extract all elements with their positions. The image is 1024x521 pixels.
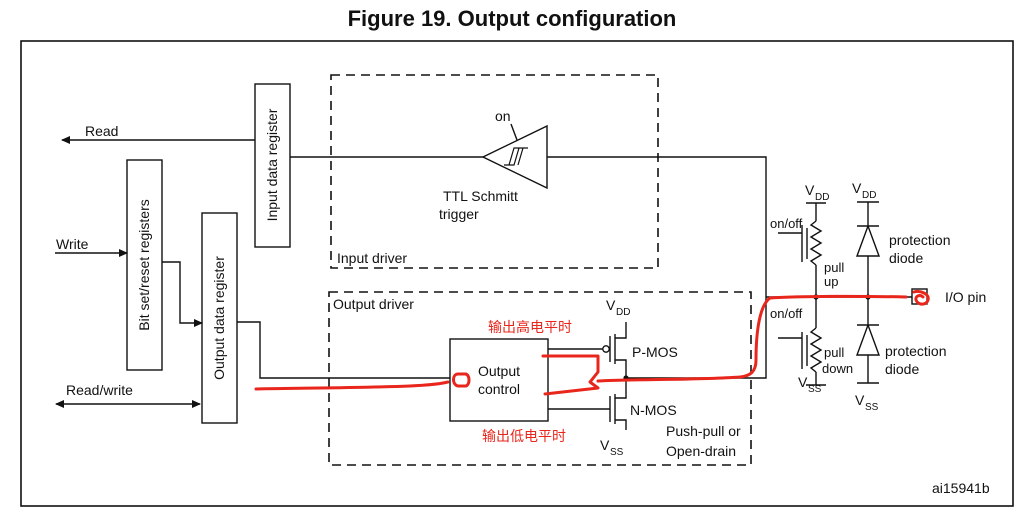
read-write-label: Read/write xyxy=(66,382,133,398)
pullup-label-line2: up xyxy=(824,274,838,289)
lower-diode-label-line2: diode xyxy=(885,361,919,377)
output-driver-label: Output driver xyxy=(333,296,414,312)
pulldown-on-off-label: on/off xyxy=(770,306,803,321)
output-data-register-label: Output data register xyxy=(211,256,227,380)
nmos-label: N-MOS xyxy=(630,402,677,418)
diode-vdd-sub: DD xyxy=(862,190,876,201)
pmos-vdd-sub: DD xyxy=(616,307,630,318)
diode-vss-v: V xyxy=(855,392,865,408)
nmos-vss-v: V xyxy=(600,437,610,453)
pulldown-label-line1: pull xyxy=(824,345,844,360)
input-data-register xyxy=(254,83,291,248)
input-data-register-label: Input data register xyxy=(264,108,280,221)
mode-label-line1: Push-pull or xyxy=(666,423,741,439)
nmos-source-wire xyxy=(615,419,627,430)
nmos-drain-wire xyxy=(615,378,627,399)
pullup-on-off-label: on/off xyxy=(770,216,803,231)
driver-to-pin-wire xyxy=(626,297,767,379)
nmos-vss-sub: SS xyxy=(610,447,624,458)
pullup-vdd-sub: DD xyxy=(815,192,829,203)
lower-diode-label-line1: protection xyxy=(885,343,946,359)
output-control-label-line2: control xyxy=(478,381,520,397)
schmitt-input-wire xyxy=(547,156,767,297)
odr-to-control-wire xyxy=(237,321,450,379)
write-label: Write xyxy=(56,236,89,252)
figure-id-label: ai15941b xyxy=(932,480,990,496)
bit-set-reset-registers xyxy=(126,159,163,371)
output-control-block xyxy=(449,338,549,422)
schmitt-label-line1: TTL Schmitt xyxy=(443,188,518,204)
red-annotation-control-path xyxy=(541,354,600,396)
diode-vss-sub: SS xyxy=(865,402,879,413)
pmos-gate-bubble xyxy=(602,345,610,353)
diode-vdd-v: V xyxy=(852,180,862,196)
red-annotation-input-path xyxy=(254,380,450,391)
output-control-label-line1: Output xyxy=(478,363,520,379)
red-annotation-input-loop xyxy=(452,372,471,388)
outer-frame xyxy=(20,40,1014,507)
schmitt-enable-wire xyxy=(510,123,518,141)
red-annotation-pin-loop xyxy=(912,290,930,306)
read-label: Read xyxy=(85,123,118,139)
hysteresis-icon xyxy=(504,147,528,166)
bit-set-reset-registers-label: Bit set/reset registers xyxy=(136,199,152,331)
pullup-label-line1: pull xyxy=(824,260,844,275)
low-level-annotation: 输出低电平时 xyxy=(482,429,566,445)
pullup-vdd-v: V xyxy=(805,182,815,198)
pmos-label: P-MOS xyxy=(632,344,678,360)
upper-diode-label-line2: diode xyxy=(889,250,923,266)
io-pin-label: I/O pin xyxy=(945,289,986,305)
schmitt-label-line2: trigger xyxy=(439,206,479,222)
upper-protection-diode xyxy=(855,223,881,257)
input-driver-box xyxy=(330,74,659,269)
schmitt-on-label: on xyxy=(495,108,511,124)
pmos-source-wire xyxy=(615,322,627,339)
pulldown-vss-v: V xyxy=(798,374,808,390)
pmos-drain-wire xyxy=(615,359,627,378)
mode-label-line2: Open-drain xyxy=(666,443,736,459)
pulldown-vss-sub: SS xyxy=(808,384,822,395)
upper-diode-label-line1: protection xyxy=(889,232,950,248)
bsrr-to-odr-wire xyxy=(162,261,203,327)
high-level-annotation: 输出高电平时 xyxy=(488,319,572,336)
figure-title: Figure 19. Output configuration xyxy=(347,6,677,31)
output-data-register xyxy=(201,212,238,424)
lower-protection-diode xyxy=(855,322,881,356)
red-annotation-output-path xyxy=(596,294,908,383)
pulldown-label-line2: down xyxy=(822,361,853,376)
pulldown-resistor xyxy=(809,327,823,373)
pmos-vdd-v: V xyxy=(606,297,616,313)
pullup-resistor xyxy=(809,220,823,266)
input-driver-label: Input driver xyxy=(337,250,407,266)
